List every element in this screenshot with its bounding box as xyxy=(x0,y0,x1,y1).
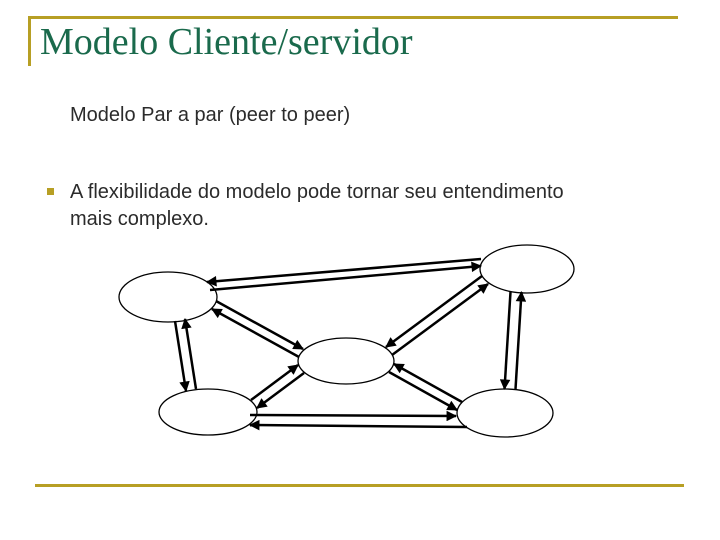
link-top-right-to-top-left xyxy=(205,257,482,287)
link-bottom-right-to-top-right xyxy=(514,290,527,390)
link-bottom-left-to-center xyxy=(250,363,299,402)
peer-node-bottom-left xyxy=(158,388,258,436)
bullet-text-line-2: mais complexo. xyxy=(70,208,209,230)
link-center-to-bottom-left xyxy=(256,371,305,410)
diagram-nodes xyxy=(118,244,575,438)
peer-node-top-right xyxy=(479,244,575,294)
link-center-to-bottom-right xyxy=(388,370,458,412)
diagram-links xyxy=(173,257,527,431)
peer-node-center xyxy=(297,337,395,385)
link-bottom-left-to-bottom-right xyxy=(249,410,458,422)
slide-title: Modelo Cliente/servidor xyxy=(40,21,413,63)
peer-node-top-left xyxy=(118,271,218,323)
slide-subtitle: Modelo Par a par (peer to peer) xyxy=(70,104,351,126)
link-top-left-to-bottom-left xyxy=(173,320,190,393)
link-bottom-left-to-top-left xyxy=(181,317,198,390)
link-top-right-to-center xyxy=(385,274,483,349)
bullet-text: A flexibilidade do modelo pode tornar se… xyxy=(70,179,564,233)
link-top-left-to-top-right xyxy=(209,261,483,292)
link-bottom-right-to-bottom-left xyxy=(248,419,468,431)
link-center-to-top-left xyxy=(211,307,300,359)
title-left-rule xyxy=(28,16,31,66)
link-top-left-to-center xyxy=(215,299,304,351)
link-top-right-to-bottom-right xyxy=(499,291,512,391)
square-bullet-icon xyxy=(47,188,54,195)
peer-node-bottom-right xyxy=(456,388,554,438)
title-top-rule xyxy=(28,16,678,19)
footer-rule xyxy=(35,484,684,487)
link-bottom-right-to-center xyxy=(393,362,463,404)
link-center-to-top-right xyxy=(391,282,489,357)
bullet-text-line-1: A flexibilidade do modelo pode tornar se… xyxy=(70,181,564,203)
